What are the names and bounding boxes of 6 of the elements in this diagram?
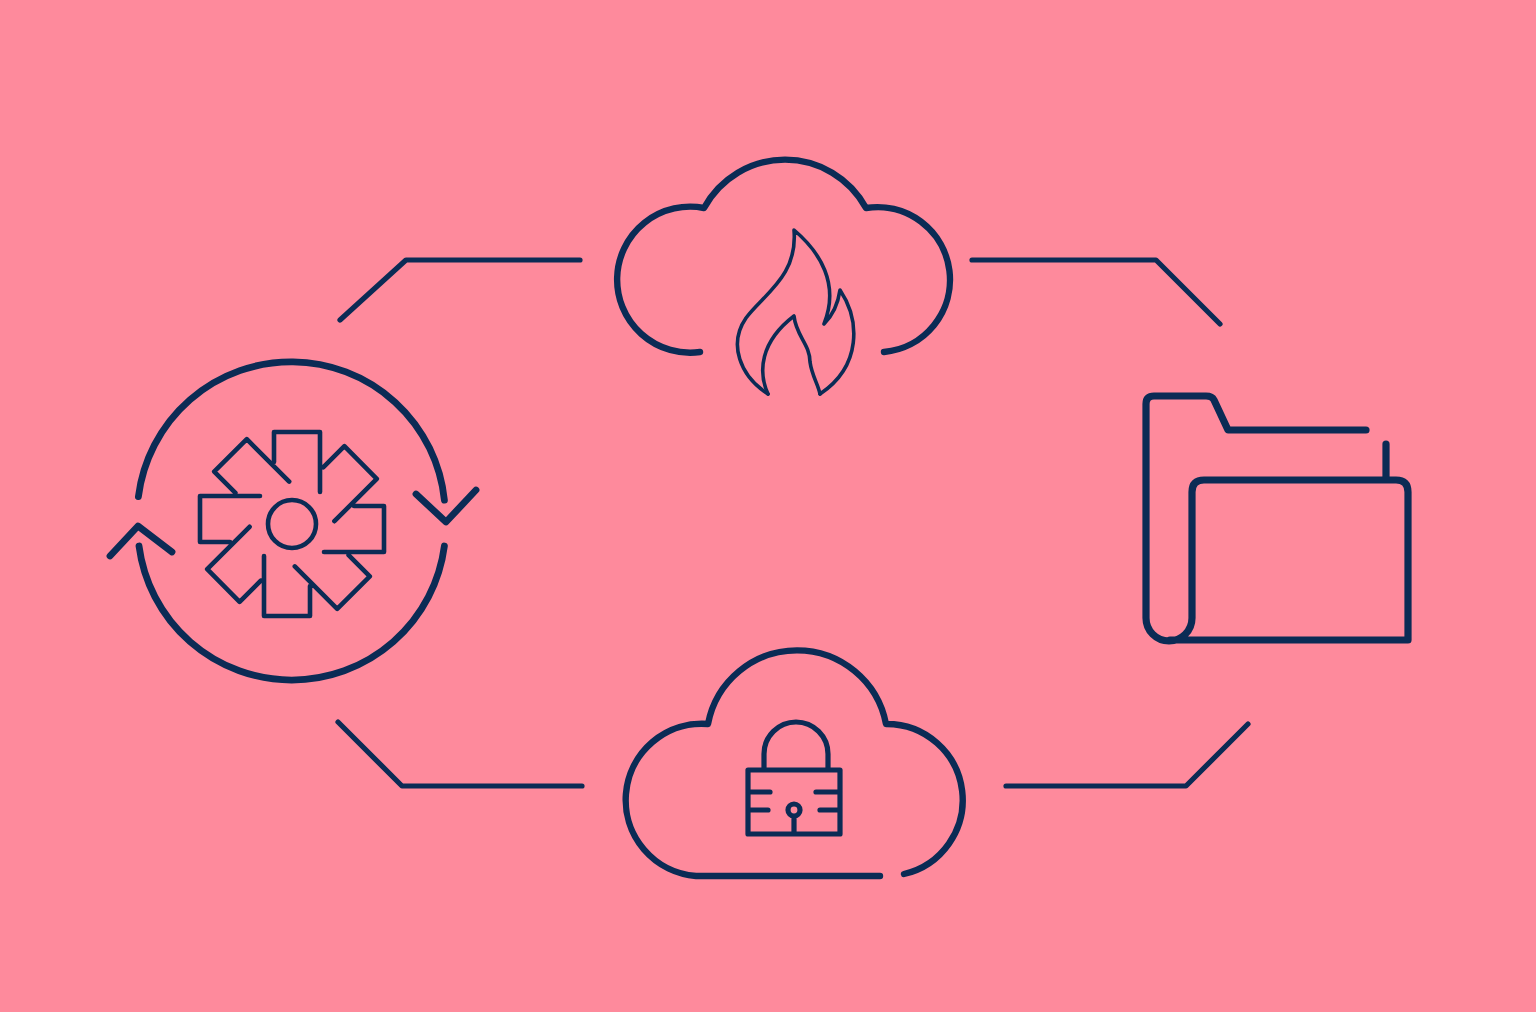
folder-icon <box>1138 388 1416 648</box>
connector-line <box>969 257 1223 327</box>
connector-line <box>1003 721 1251 789</box>
cloud-flame-icon <box>610 156 954 400</box>
connector-line <box>335 719 585 789</box>
connector-line <box>337 257 583 323</box>
